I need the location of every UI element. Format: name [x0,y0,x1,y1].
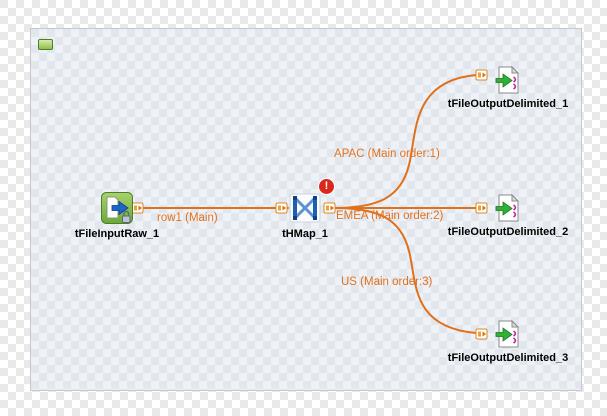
tFileOutputDelimited-icon[interactable] [493,193,523,223]
connection-label-row1[interactable]: row1 (Main) [157,212,218,224]
port-input-tHMap[interactable] [275,202,288,214]
component-label: tFileOutputDelimited_2 [447,226,569,238]
component-label: tFileOutputDelimited_3 [447,352,569,364]
connection-label-emea[interactable]: EMEA (Main order:2) [336,210,444,222]
component-tFileInputRaw-1[interactable]: tFileInputRaw_1 [47,191,187,240]
component-label: tFileInputRaw_1 [74,228,160,240]
lock-badge-icon [122,210,131,223]
tFileInputRaw-icon[interactable] [100,191,134,225]
port-input-tFileOutputDelimited-2[interactable] [475,202,488,214]
connection-label-us[interactable]: US (Main order:3) [341,276,433,288]
file-input-raw-glyph [101,192,133,224]
connection-us-line[interactable] [333,207,477,334]
file-output-delimited-glyph [495,319,520,348]
component-label: tFileOutputDelimited_1 [447,98,569,110]
hmap-glyph [289,193,321,223]
component-tFileOutputDelimited-3[interactable]: tFileOutputDelimited_3 [428,319,588,364]
connections-layer [131,69,488,340]
file-output-delimited-glyph [495,193,520,222]
tHMap-icon[interactable] [288,191,322,225]
port-output-tFileInputRaw[interactable] [131,202,144,214]
error-badge[interactable]: ! [319,179,334,194]
component-tHMap-1[interactable]: ! tHMap_1 [255,179,355,240]
port-input-tFileOutputDelimited-3[interactable] [475,328,488,340]
tFileOutputDelimited-icon[interactable] [493,319,523,349]
port-input-tFileOutputDelimited-1[interactable] [475,69,488,81]
job-design-canvas[interactable]: row1 (Main) APAC (Main order:1) EMEA (Ma… [30,28,582,391]
component-label: tHMap_1 [282,228,328,240]
collapsed-note-indicator[interactable] [38,39,53,50]
component-tFileOutputDelimited-2[interactable]: tFileOutputDelimited_2 [428,193,588,238]
connection-label-apac[interactable]: APAC (Main order:1) [334,148,440,160]
file-output-delimited-glyph [495,65,520,94]
component-tFileOutputDelimited-1[interactable]: tFileOutputDelimited_1 [428,65,588,110]
tFileOutputDelimited-icon[interactable] [493,65,523,95]
port-output-tHMap[interactable] [323,202,336,214]
connection-apac-line[interactable] [333,74,477,209]
